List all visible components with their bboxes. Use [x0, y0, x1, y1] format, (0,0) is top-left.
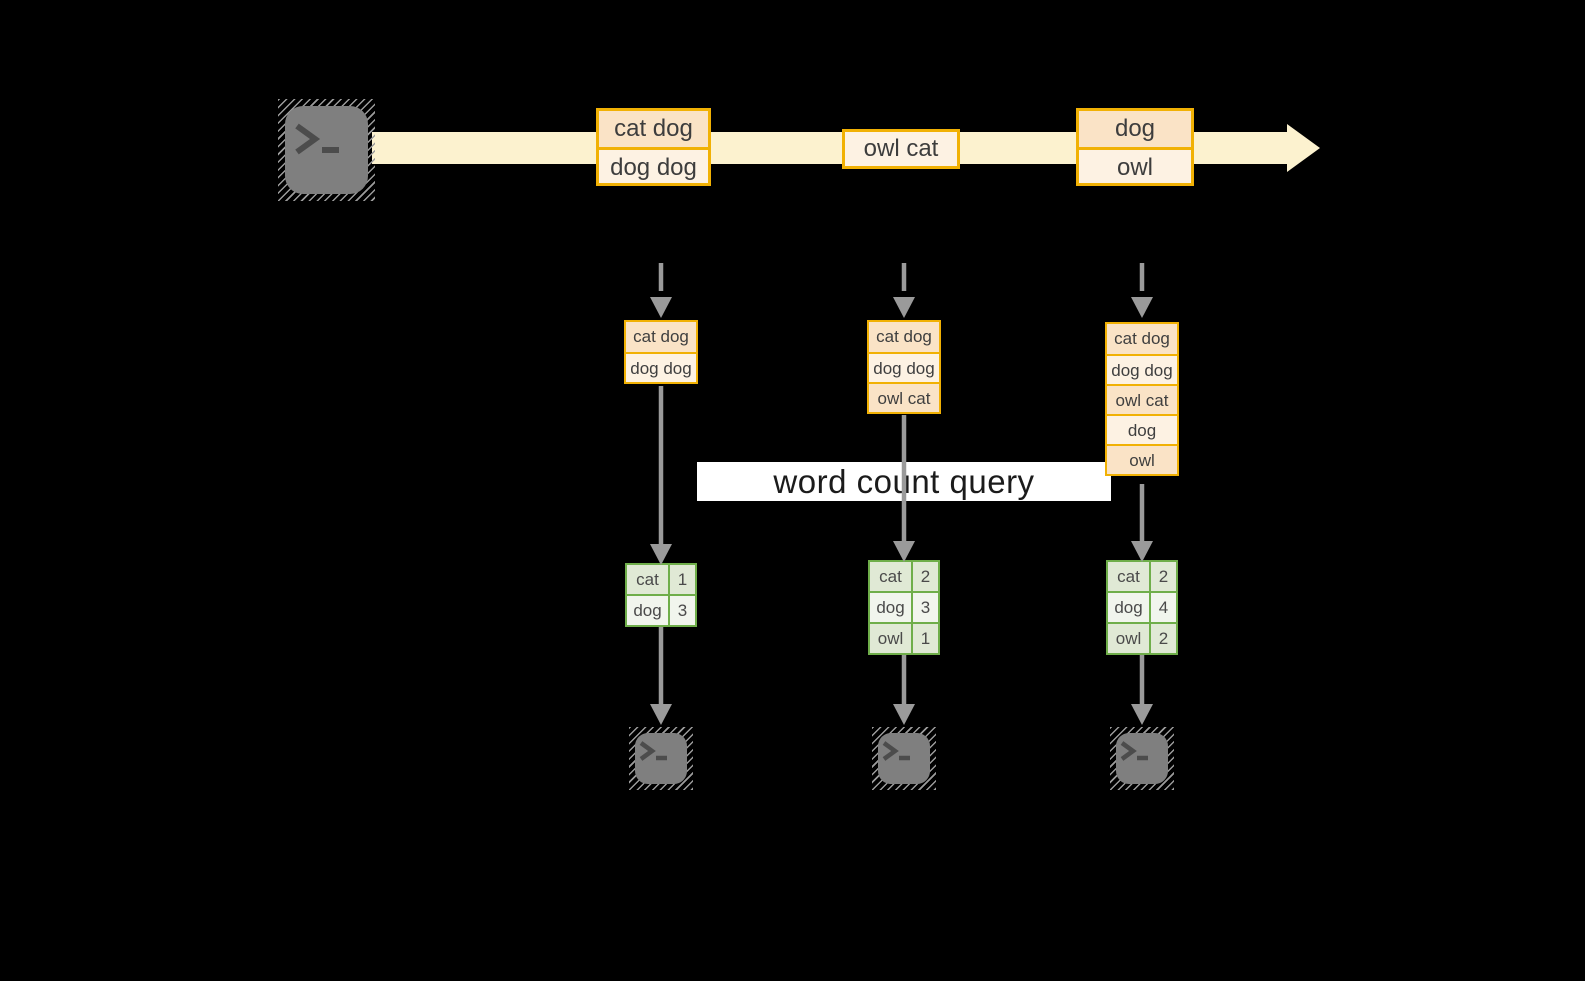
stream-event: dog — [1079, 111, 1191, 147]
prompt-glyph-icon — [295, 123, 339, 155]
buffer-row: cat dog — [869, 322, 939, 352]
output-down-arrow-icon — [650, 627, 672, 725]
buffer-row: dog dog — [1107, 354, 1177, 384]
terminal-sink-icon — [1110, 727, 1174, 790]
query-down-arrow-icon — [893, 415, 915, 562]
buffer-row: owl cat — [1107, 384, 1177, 414]
word-count-table-1: cat 1 dog 3 — [625, 563, 697, 627]
terminal-source-icon — [278, 99, 375, 201]
count-cell: 3 — [913, 593, 938, 622]
stream-event: owl cat — [845, 132, 957, 166]
word-cell: cat — [1108, 562, 1149, 591]
query-down-arrow-icon — [650, 386, 672, 565]
buffer-row: dog dog — [626, 352, 696, 382]
count-cell: 1 — [670, 565, 695, 594]
word-cell: dog — [1108, 593, 1149, 622]
prompt-glyph-icon — [882, 741, 910, 761]
count-cell: 4 — [1151, 593, 1176, 622]
word-cell: dog — [627, 596, 668, 625]
output-down-arrow-icon — [893, 655, 915, 725]
event-buffer-3: cat dog dog dog owl cat dog owl — [1105, 322, 1179, 476]
count-cell: 1 — [913, 624, 938, 653]
stream-event-group-3: dog owl — [1076, 108, 1194, 186]
stream-event-group-1: cat dog dog dog — [596, 108, 711, 186]
stream-event: cat dog — [599, 111, 708, 147]
prompt-glyph-icon — [1120, 741, 1148, 761]
buffer-row: dog dog — [869, 352, 939, 382]
buffer-row: owl cat — [869, 382, 939, 412]
stream-event: owl — [1079, 147, 1191, 183]
dashed-down-arrow-icon — [893, 263, 915, 318]
stream-event: dog dog — [599, 147, 708, 183]
word-cell: cat — [627, 565, 668, 594]
buffer-row: owl — [1107, 444, 1177, 474]
word-cell: cat — [870, 562, 911, 591]
dashed-down-arrow-icon — [1131, 263, 1153, 318]
buffer-row: dog — [1107, 414, 1177, 444]
stream-event-group-2: owl cat — [842, 129, 960, 169]
event-buffer-1: cat dog dog dog — [624, 320, 698, 384]
terminal-sink-icon — [629, 727, 693, 790]
query-down-arrow-icon — [1131, 484, 1153, 562]
word-count-table-2: cat 2 dog 3 owl 1 — [868, 560, 940, 655]
output-down-arrow-icon — [1131, 655, 1153, 725]
word-cell: owl — [1108, 624, 1149, 653]
buffer-row: cat dog — [626, 322, 696, 352]
dashed-down-arrow-icon — [650, 263, 672, 318]
event-buffer-2: cat dog dog dog owl cat — [867, 320, 941, 414]
stream-arrowhead-icon — [1287, 124, 1320, 172]
count-cell: 2 — [1151, 562, 1176, 591]
word-cell: dog — [870, 593, 911, 622]
count-cell: 3 — [670, 596, 695, 625]
buffer-row: cat dog — [1107, 324, 1177, 354]
prompt-glyph-icon — [639, 741, 667, 761]
word-cell: owl — [870, 624, 911, 653]
terminal-sink-icon — [872, 727, 936, 790]
count-cell: 2 — [913, 562, 938, 591]
word-count-table-3: cat 2 dog 4 owl 2 — [1106, 560, 1178, 655]
count-cell: 2 — [1151, 624, 1176, 653]
